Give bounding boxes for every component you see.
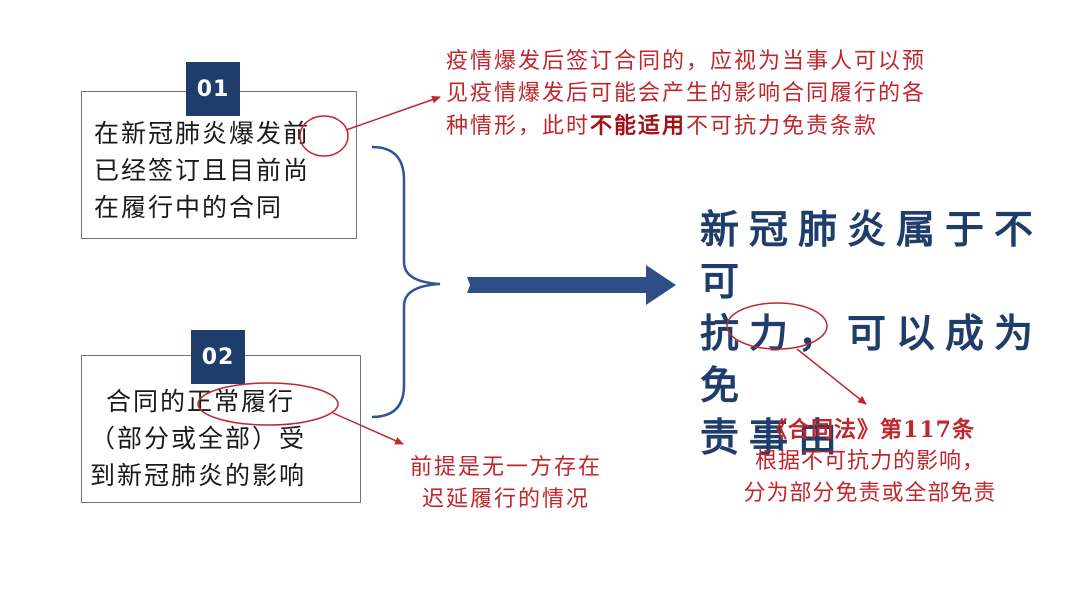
note-bottom-line-2: 迟延履行的情况 bbox=[421, 487, 590, 512]
condition-1-line-2: 已经签订且目前尚 bbox=[94, 156, 311, 185]
condition-1-line-3: 在履行中的合同 bbox=[94, 193, 284, 222]
law-reference: 《合同法》第117条 根据不可抗力的影响， 分为部分免责或全部免责 bbox=[700, 414, 1040, 510]
note-bottom-line-1: 前提是无一方存在 bbox=[409, 455, 602, 480]
note-top-line-1: 疫情爆发后签订合同的，应视为当事人可以预 bbox=[446, 49, 927, 74]
note-contract-after-outbreak: 疫情爆发后签订合同的，应视为当事人可以预 见疫情爆发后可能会产生的影响合同履行的… bbox=[446, 46, 1066, 143]
conclusion-line-3: 责事由 bbox=[700, 416, 848, 461]
note-top-line-3: 种情形，此时不能适用不可抗力免责条款 bbox=[446, 110, 1066, 143]
curly-bracket bbox=[371, 145, 441, 419]
note-top-line-3-suffix: 不可抗力免责条款 bbox=[686, 114, 879, 139]
law-reference-title: 《合同法》第117条 bbox=[765, 417, 975, 443]
condition-1-line-1: 在新冠肺炎爆发前 bbox=[94, 119, 311, 148]
red-arrow-to-top-note bbox=[345, 95, 441, 131]
note-top-line-3-prefix: 种情形，此时 bbox=[446, 114, 591, 139]
badge-01: 01 bbox=[186, 62, 240, 116]
condition-2-line-3: 到新冠肺炎的影响 bbox=[90, 461, 307, 490]
condition-2-line-1: 合同的正常履行 bbox=[106, 387, 296, 416]
law-reference-line-2: 分为部分免责或全部免责 bbox=[743, 481, 997, 506]
note-top-emphasis: 不能适用 bbox=[590, 113, 687, 139]
condition-2-line-2: （部分或全部）受 bbox=[90, 424, 307, 453]
note-no-delay-premise: 前提是无一方存在 迟延履行的情况 bbox=[376, 452, 636, 516]
highlight-circle-normal-performance bbox=[197, 382, 339, 426]
law-reference-line-1: 根据不可抗力的影响， bbox=[754, 449, 985, 474]
highlight-circle-exemption-cause bbox=[726, 302, 828, 350]
block-arrow-right bbox=[467, 265, 676, 305]
highlight-circle-before bbox=[299, 115, 349, 157]
conclusion-line-2: 抗力，可以成为免 bbox=[700, 312, 1044, 409]
note-top-line-2: 见疫情爆发后可能会产生的影响合同履行的各 bbox=[446, 81, 927, 106]
condition-text-1: 在新冠肺炎爆发前 已经签订且目前尚 在履行中的合同 bbox=[94, 115, 350, 226]
conclusion-statement: 新冠肺炎属于不可 抗力，可以成为免 责事由 bbox=[700, 205, 1060, 465]
condition-box-2: 合同的正常履行 （部分或全部）受 到新冠肺炎的影响 bbox=[81, 355, 361, 503]
conclusion-line-1: 新冠肺炎属于不可 bbox=[700, 208, 1044, 305]
condition-text-2: 合同的正常履行 （部分或全部）受 到新冠肺炎的影响 bbox=[90, 383, 354, 494]
red-arrow-to-bottom-note bbox=[332, 412, 404, 445]
badge-02: 02 bbox=[191, 330, 245, 384]
red-arrow-to-law-reference bbox=[796, 348, 867, 405]
